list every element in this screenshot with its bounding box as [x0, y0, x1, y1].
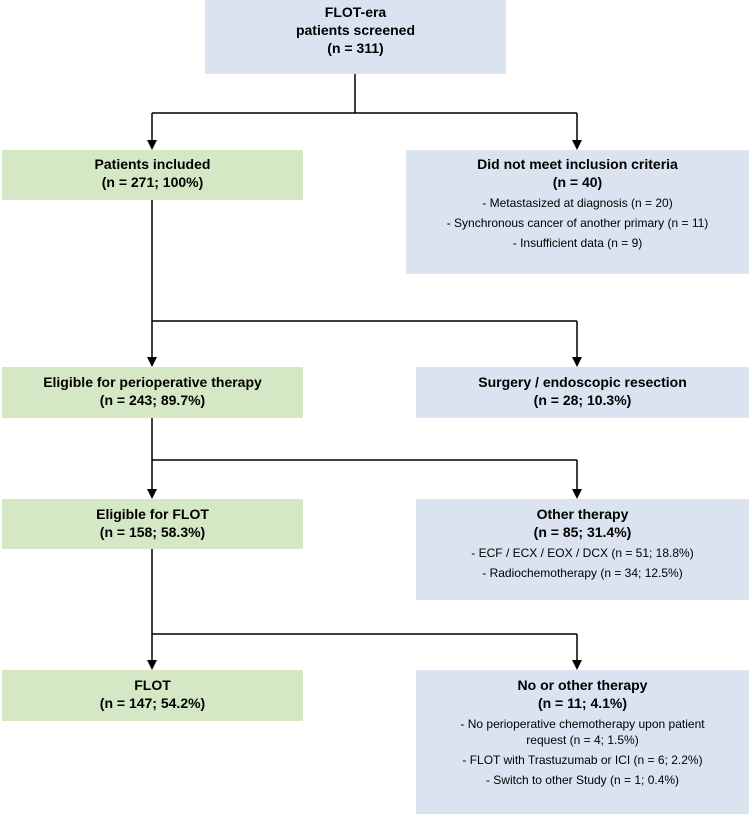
- flot-box: FLOT (n = 147; 54.2%): [2, 670, 303, 721]
- flot-eligible-box: Eligible for FLOT (n = 158; 58.3%): [2, 499, 303, 549]
- no-other-details: - No perioperative chemotherapy upon pat…: [416, 716, 749, 788]
- excluded-title: Did not meet inclusion criteria: [477, 156, 678, 172]
- periop-box: Eligible for perioperative therapy (n = …: [2, 367, 303, 418]
- periop-count: (n = 243; 89.7%): [99, 392, 206, 408]
- other-therapy-count: (n = 85; 31.4%): [533, 524, 632, 540]
- no-other-detail-request-count: request (n = 4; 1.5%): [526, 733, 639, 747]
- other-therapy-details: - ECF / ECX / EOX / DCX (n = 51; 18.8%) …: [416, 545, 749, 581]
- flot-eligible-count: (n = 158; 58.3%): [99, 524, 206, 540]
- screened-box: FLOT-era patients screened (n = 311): [205, 0, 506, 74]
- no-other-title: No or other therapy: [517, 677, 648, 693]
- included-box: Patients included (n = 271; 100%): [2, 150, 303, 200]
- no-other-detail-switch: - Switch to other Study (n = 1; 0.4%): [485, 773, 680, 787]
- excluded-detail-synchronous: - Synchronous cancer of another primary …: [446, 216, 709, 230]
- screened-title: FLOT-era: [324, 4, 387, 20]
- excluded-count: (n = 40): [552, 174, 603, 190]
- surgery-title: Surgery / endoscopic resection: [478, 374, 687, 390]
- no-other-detail-trastuzumab: - FLOT with Trastuzumab or ICI (n = 6; 2…: [462, 753, 703, 767]
- included-title: Patients included: [94, 156, 211, 172]
- excluded-box: Did not meet inclusion criteria (n = 40)…: [406, 150, 749, 274]
- other-therapy-detail-chemo: - ECF / ECX / EOX / DCX (n = 51; 18.8%): [471, 546, 694, 560]
- excluded-details: - Metastasized at diagnosis (n = 20) - S…: [406, 195, 749, 251]
- other-therapy-detail-radio: - Radiochemotherapy (n = 34; 12.5%): [482, 566, 683, 580]
- periop-title: Eligible for perioperative therapy: [43, 374, 262, 390]
- surgery-count: (n = 28; 10.3%): [533, 392, 632, 408]
- excluded-detail-insufficient: - Insufficient data (n = 9): [512, 236, 643, 250]
- flot-eligible-title: Eligible for FLOT: [96, 506, 209, 522]
- screened-count: (n = 311): [327, 40, 384, 56]
- included-count: (n = 271; 100%): [101, 174, 204, 190]
- no-other-detail-request: - No perioperative chemotherapy upon pat…: [460, 717, 705, 731]
- flot-title: FLOT: [134, 677, 171, 693]
- other-therapy-box: Other therapy (n = 85; 31.4%) - ECF / EC…: [416, 499, 749, 600]
- other-therapy-title: Other therapy: [536, 506, 629, 522]
- excluded-detail-metastasized: - Metastasized at diagnosis (n = 20): [482, 196, 673, 210]
- no-other-count: (n = 11; 4.1%): [537, 695, 628, 711]
- surgery-box: Surgery / endoscopic resection (n = 28; …: [416, 367, 749, 418]
- no-other-box: No or other therapy (n = 11; 4.1%) - No …: [416, 670, 749, 814]
- flot-count: (n = 147; 54.2%): [99, 695, 206, 711]
- screened-subtitle: patients screened: [295, 22, 416, 38]
